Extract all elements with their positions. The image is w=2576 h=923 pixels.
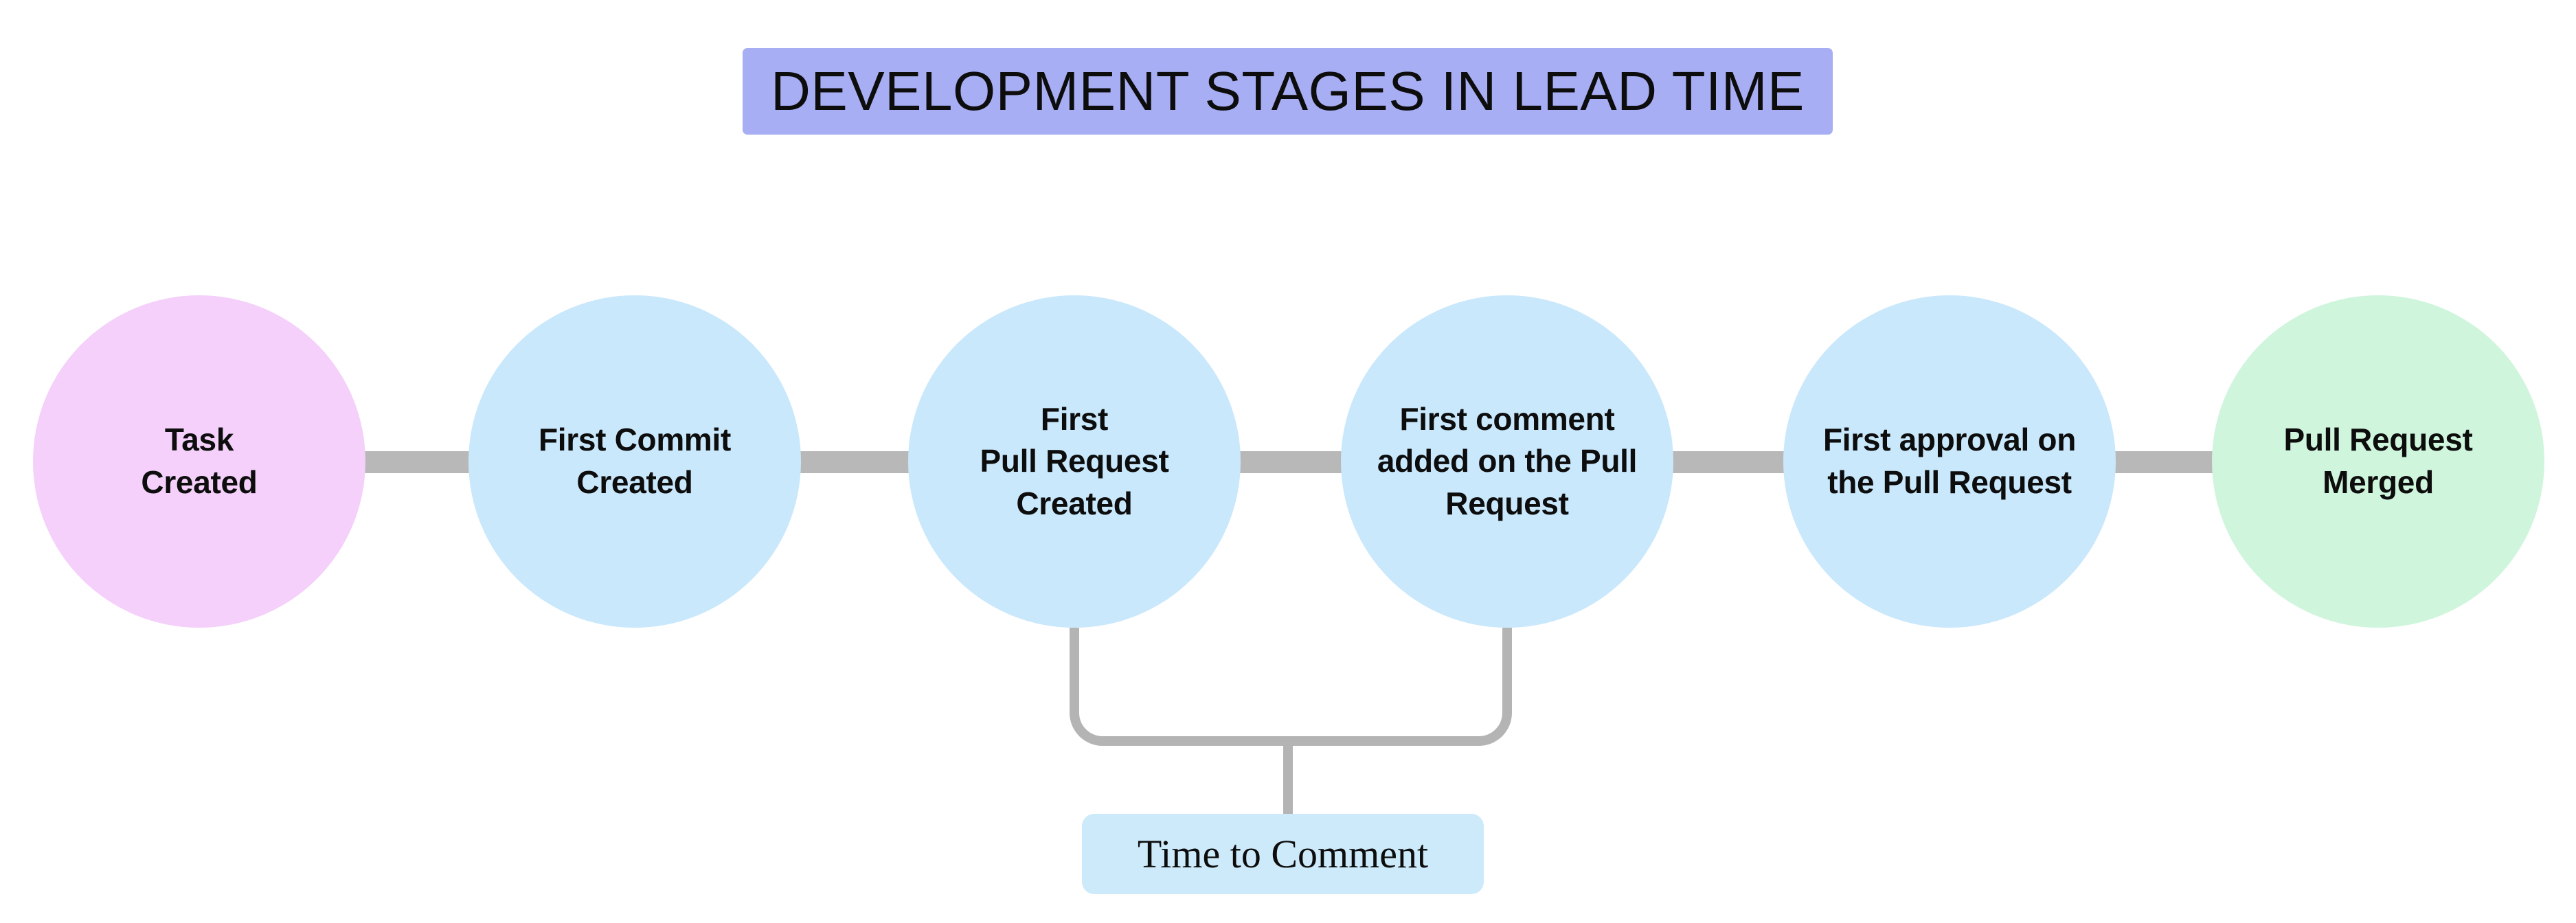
stage-label-line: added on the Pull bbox=[1377, 443, 1638, 479]
stage-label-line: First bbox=[1040, 400, 1109, 437]
stage-first-approval: First approval on the Pull Request bbox=[1783, 295, 2116, 628]
stage-label-line: Task bbox=[164, 422, 234, 458]
stage-label-line: Pull Request bbox=[980, 443, 1169, 479]
stage-label-line: First Commit bbox=[538, 422, 732, 458]
stage-label-line: Created bbox=[1016, 485, 1133, 521]
stage-label-line: the Pull Request bbox=[1827, 464, 2072, 500]
stage-label-line: Request bbox=[1445, 485, 1569, 521]
stage-label-line: First comment bbox=[1399, 400, 1615, 437]
bracket-stem bbox=[1283, 737, 1293, 814]
stage-label-line: Pull Request bbox=[2283, 422, 2473, 458]
page-title: DEVELOPMENT STAGES IN LEAD TIME bbox=[743, 48, 1833, 135]
annotation-time-to-comment: Time to Comment bbox=[1082, 814, 1484, 894]
stage-label-line: Created bbox=[141, 464, 258, 500]
bracket-connector bbox=[1070, 628, 1512, 746]
stage-label-line: First approval on bbox=[1822, 422, 2077, 458]
stage-label-line: Created bbox=[576, 464, 693, 500]
stage-label-line: Merged bbox=[2323, 464, 2434, 500]
stage-label: First approval on the Pull Request bbox=[1823, 419, 2076, 503]
